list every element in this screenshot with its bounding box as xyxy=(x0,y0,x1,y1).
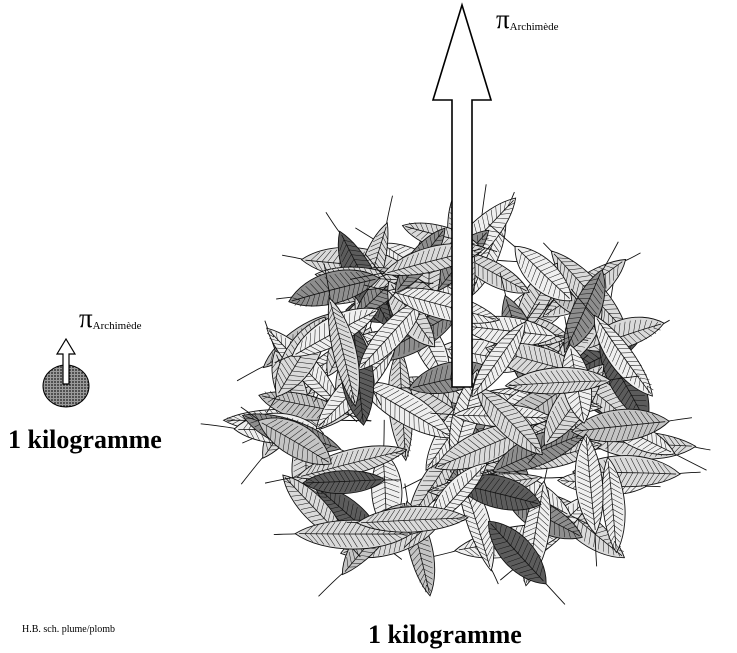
credit-text: H.B. sch. plume/plomb xyxy=(22,625,115,635)
archimede-subscript: Archimède xyxy=(93,320,142,332)
lead-mass-label: 1 kilogramme xyxy=(8,427,162,453)
pi-symbol: π xyxy=(79,303,93,333)
feather-stem xyxy=(384,196,394,227)
small-thrust-label: πArchimède xyxy=(79,305,142,332)
feather-stem xyxy=(241,454,265,486)
feathers-mass-label: 1 kilogramme xyxy=(368,622,522,648)
archimede-subscript: Archimède xyxy=(510,21,559,33)
feather-stem xyxy=(671,452,707,470)
large-thrust-label: πArchimède xyxy=(496,6,559,33)
pi-symbol: π xyxy=(496,4,510,34)
feather-stem xyxy=(319,570,346,599)
feather-stem xyxy=(237,363,267,383)
feather-stem xyxy=(543,581,565,604)
